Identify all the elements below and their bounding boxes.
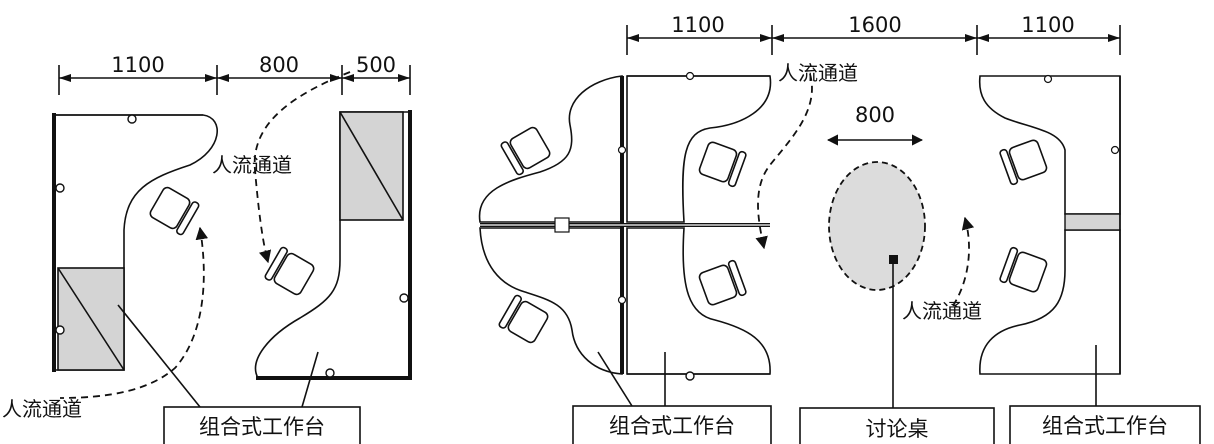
callout-box <box>799 407 995 444</box>
dim-table-800: 800 <box>855 103 895 127</box>
callout-leader <box>301 351 319 408</box>
chair-icon <box>696 259 748 308</box>
passage-label: 人流通道 <box>2 397 82 421</box>
callout-leader <box>597 351 633 407</box>
dim-left-1100: 1100 <box>111 53 164 77</box>
callout-label-workstation: 组合式工作台 <box>609 414 735 438</box>
left-dimension-line <box>58 65 411 95</box>
dim-left-500: 500 <box>356 53 396 77</box>
dim-right-1600: 1600 <box>848 13 901 37</box>
right-dimension-line <box>626 25 1121 55</box>
left-layout: 1100 800 500 人流通道 人流通 <box>2 53 412 444</box>
passage-arrow <box>755 73 813 250</box>
discussion-table <box>828 161 926 291</box>
cluster-left-wings <box>478 75 770 375</box>
chair-icon <box>696 139 748 188</box>
passage-label: 人流通道 <box>778 61 858 85</box>
passage-label: 人流通道 <box>902 299 982 323</box>
passage-arrow <box>949 216 975 311</box>
callout-label-workstation: 组合式工作台 <box>199 415 325 439</box>
table-marker <box>889 255 898 264</box>
passage-arrow <box>59 226 209 399</box>
callout-box <box>1009 405 1201 444</box>
cluster-right-desks <box>978 74 1121 375</box>
left-workstation <box>52 113 218 372</box>
passage-label: 人流通道 <box>212 153 292 177</box>
chair-icon <box>998 137 1050 186</box>
callout-label-workstation: 组合式工作台 <box>1042 414 1168 438</box>
callout-label-discussion-table: 讨论桌 <box>866 417 929 441</box>
right-layout: 1100 1600 1100 800 <box>478 13 1201 444</box>
cluster-center-desks <box>554 71 772 381</box>
chair-icon <box>497 293 551 346</box>
callout-box <box>163 406 361 444</box>
callout-box <box>572 405 772 444</box>
chair-icon <box>499 124 553 177</box>
dim-left-800: 800 <box>259 53 299 77</box>
chair-icon <box>998 246 1050 295</box>
chair-icon <box>263 245 317 298</box>
left-workstation-2 <box>254 110 412 380</box>
dim-right-1100-b: 1100 <box>1021 13 1074 37</box>
chair-icon <box>147 184 201 237</box>
dim-right-1100-a: 1100 <box>671 13 724 37</box>
callout-leader <box>117 304 201 408</box>
